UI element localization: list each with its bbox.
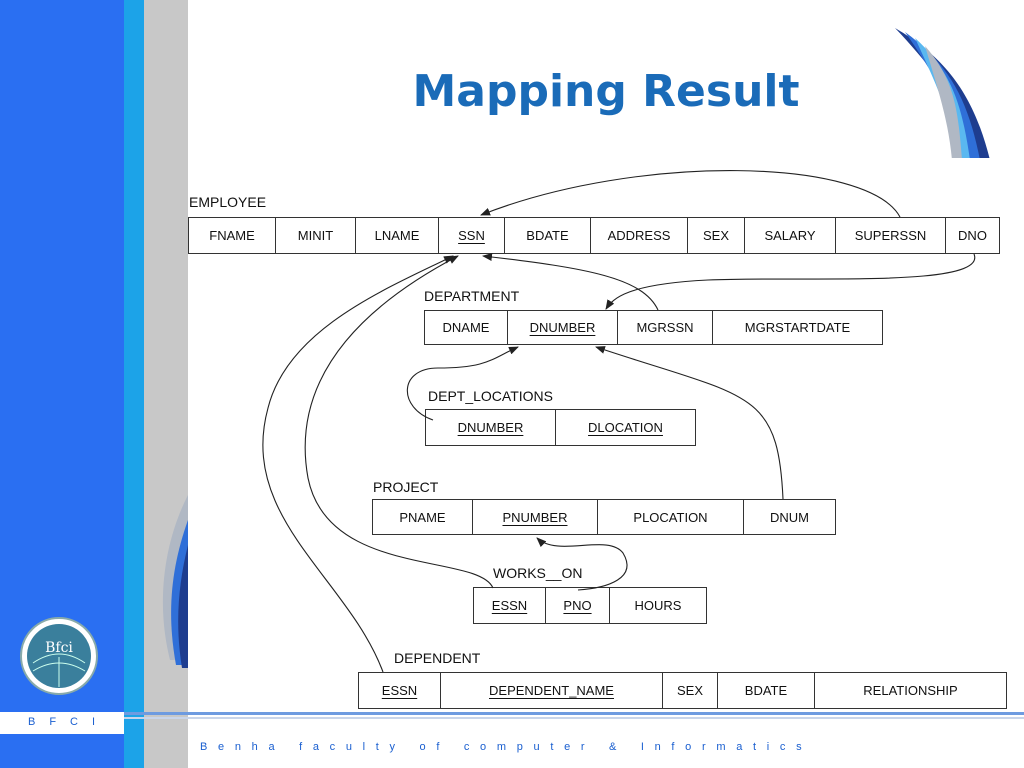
department-attr-mgrssn: MGRSSN bbox=[618, 311, 713, 344]
dependent-attr-relationship: RELATIONSHIP bbox=[863, 683, 958, 698]
arrow-dnum-to-dnumber bbox=[595, 346, 784, 500]
arrow-deptloc-dnumber-to-dnumber bbox=[406, 346, 519, 421]
footer-tagline: Benha faculty of computer & Informatics bbox=[200, 741, 813, 753]
arrow-workson-essn-to-ssn bbox=[304, 255, 494, 589]
project-label: PROJECT bbox=[373, 479, 439, 495]
works-on-label: WORKS__ON bbox=[493, 565, 583, 581]
dependent-attr-sex: SEX bbox=[663, 673, 718, 708]
works-on-table: ESSN PNO HOURS bbox=[473, 587, 707, 624]
dependent-attr-dependent-name: DEPENDENT_NAME bbox=[441, 673, 663, 708]
arrow-dno-to-dnumber bbox=[605, 253, 976, 310]
employee-attr-ssn: SSN bbox=[439, 218, 505, 253]
arrow-mgrssn-to-ssn bbox=[482, 253, 659, 311]
works-on-attr-hours: HOURS bbox=[634, 598, 682, 613]
department-attr-mgrstartdate: MGRSTARTDATE bbox=[744, 320, 851, 335]
foreign-key-arrows bbox=[262, 170, 976, 673]
dependent-label: DEPENDENT bbox=[394, 650, 481, 666]
employee-attr-lname: LNAME bbox=[356, 218, 439, 253]
department-attr-dname: DNAME bbox=[425, 311, 508, 344]
employee-attr-minit: MINIT bbox=[276, 218, 356, 253]
dept-locations-attr-dlocation: DLOCATION bbox=[588, 420, 663, 435]
arrow-pno-to-pnumber bbox=[536, 537, 628, 591]
project-attr-dnum: DNUM bbox=[770, 509, 809, 525]
employee-attr-bdate: BDATE bbox=[505, 218, 591, 253]
slide-title: Mapping Result bbox=[412, 66, 800, 117]
works-on-attr-essn: ESSN bbox=[474, 588, 546, 623]
dependent-table: ESSN DEPENDENT_NAME SEX BDATE RELATIONSH… bbox=[358, 672, 1007, 709]
project-attr-pnumber: PNUMBER bbox=[473, 500, 598, 534]
footer-bfci: BFCI bbox=[28, 716, 110, 728]
employee-label: EMPLOYEE bbox=[189, 194, 267, 210]
ribbon-decoration-left bbox=[162, 495, 188, 668]
employee-table: FNAME MINIT LNAME SSN BDATE ADDRESS SEX … bbox=[188, 217, 1000, 254]
employee-attr-sex: SEX bbox=[688, 218, 745, 253]
svg-text:Bfci: Bfci bbox=[45, 640, 73, 656]
dependent-attr-essn: ESSN bbox=[359, 673, 441, 708]
employee-attr-salary: SALARY bbox=[745, 218, 836, 253]
dept-locations-attr-dnumber: DNUMBER bbox=[426, 410, 556, 445]
accent-stripe bbox=[124, 0, 144, 768]
department-table: DNAME DNUMBER MGRSSN MGRSTARTDATE bbox=[424, 310, 883, 345]
employee-attr-superssn: SUPERSSN bbox=[836, 218, 946, 253]
employee-attr-dno: DNO bbox=[958, 228, 987, 243]
dept-locations-label: DEPT_LOCATIONS bbox=[428, 388, 553, 404]
project-attr-pname: PNAME bbox=[373, 500, 473, 534]
department-attr-dnumber: DNUMBER bbox=[508, 311, 618, 344]
bfci-logo: Bfci bbox=[20, 617, 98, 695]
employee-attr-fname: FNAME bbox=[189, 218, 276, 253]
arrow-dependent-essn-to-ssn bbox=[262, 255, 454, 673]
footer-rule-top bbox=[124, 712, 1024, 715]
arrow-superssn-to-ssn bbox=[480, 170, 901, 218]
employee-attr-address: ADDRESS bbox=[591, 218, 688, 253]
works-on-attr-pno: PNO bbox=[546, 588, 610, 623]
dept-locations-table: DNUMBER DLOCATION bbox=[425, 409, 696, 446]
project-table: PNAME PNUMBER PLOCATION DNUM bbox=[372, 499, 836, 535]
project-attr-plocation: PLOCATION bbox=[598, 500, 744, 534]
relational-schema-diagram: EMPLOYEE FNAME MINIT LNAME SSN BDATE ADD… bbox=[188, 158, 1024, 710]
ribbon-decoration-top bbox=[895, 28, 990, 160]
department-label: DEPARTMENT bbox=[424, 288, 520, 304]
dependent-attr-bdate: BDATE bbox=[718, 673, 815, 708]
